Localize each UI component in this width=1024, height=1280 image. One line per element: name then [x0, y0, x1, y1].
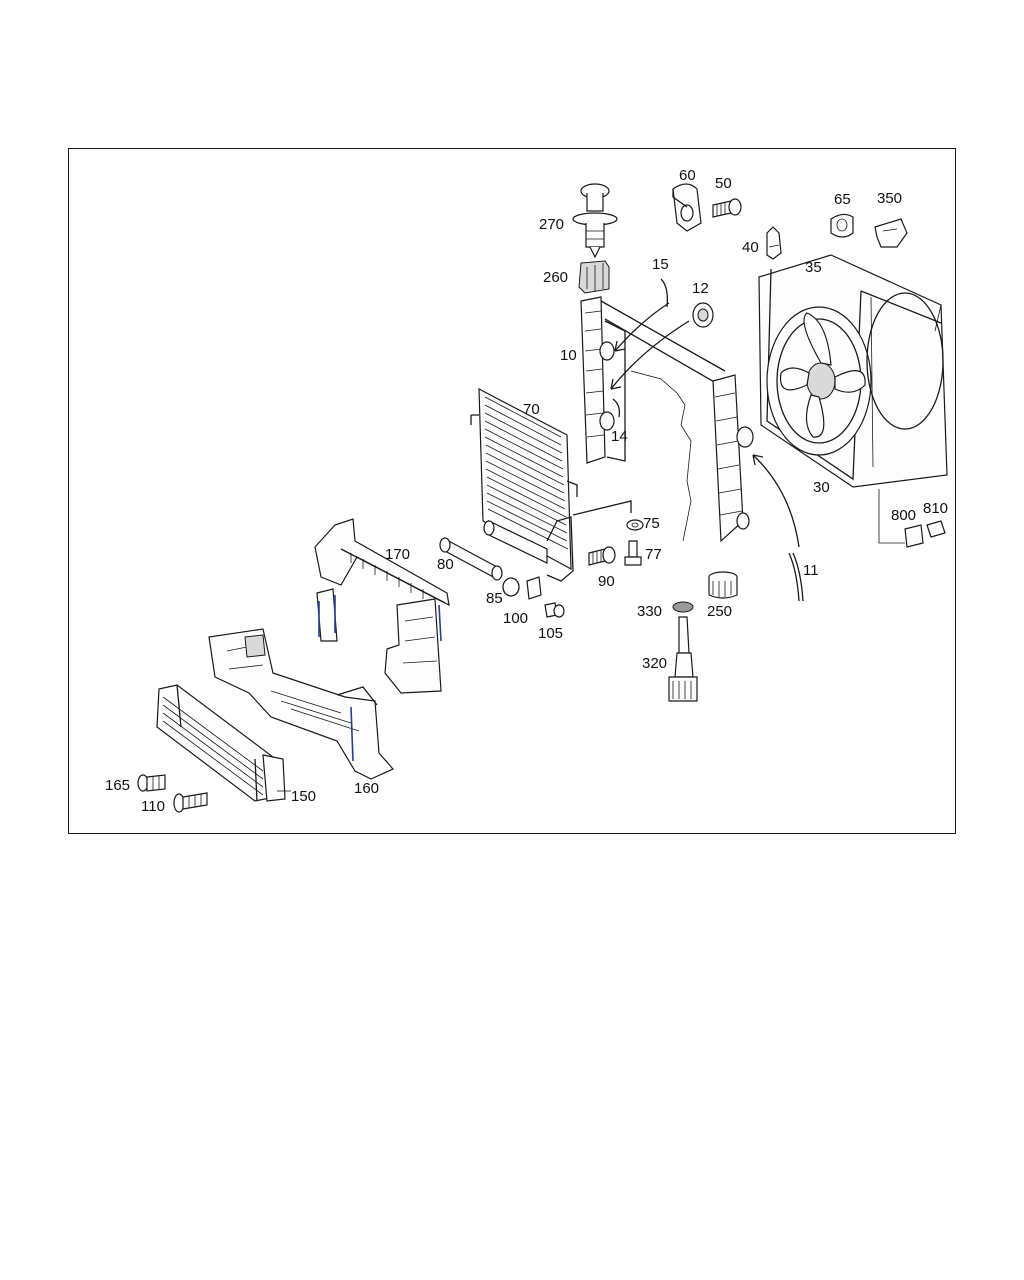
callout-35: 35 [805, 259, 822, 276]
callout-320: 320 [642, 655, 667, 672]
part-270-clip [572, 183, 618, 259]
parts-diagram-frame: 270 260 60 50 65 350 40 35 15 12 10 14 7… [68, 148, 956, 834]
part-110-screw [173, 792, 208, 813]
arrow-15-head [614, 340, 626, 352]
part-10-radiator-tank-left [580, 296, 726, 464]
callout-10: 10 [560, 347, 577, 364]
callout-165: 165 [105, 777, 130, 794]
part-810-connector [926, 520, 946, 538]
callout-14: 14 [611, 428, 628, 445]
exploded-parts-diagram: 270 260 60 50 65 350 40 35 15 12 10 14 7… [105, 167, 948, 815]
arrow-12 [610, 320, 690, 390]
callout-labels: 270 260 60 50 65 350 40 35 15 12 10 14 7… [105, 167, 948, 815]
callout-105: 105 [538, 625, 563, 642]
part-85-oring [502, 577, 520, 597]
callout-12: 12 [692, 280, 709, 297]
arrow-15 [614, 302, 670, 352]
part-150-intercooler [156, 684, 291, 802]
part-320-drain-tap [668, 616, 698, 702]
callout-15: 15 [652, 256, 669, 273]
arrow-11-head [752, 454, 764, 466]
callout-160: 160 [354, 780, 379, 797]
callout-270: 270 [539, 216, 564, 233]
callout-65: 65 [834, 191, 851, 208]
part-11-hose [788, 552, 804, 602]
callout-80: 80 [437, 556, 454, 573]
part-105-bolt [544, 602, 565, 618]
part-250-cap [708, 571, 738, 599]
callout-350: 350 [877, 190, 902, 207]
part-260-mount [578, 260, 610, 294]
arrow-12-head [610, 378, 622, 390]
callout-40: 40 [742, 239, 759, 256]
callout-75: 75 [643, 515, 660, 532]
part-14-clip [612, 398, 621, 418]
part-30-fan-shroud [758, 254, 948, 488]
part-77-bolt [624, 540, 642, 566]
callout-110: 110 [141, 798, 165, 815]
part-radiator-tank-right [712, 374, 754, 543]
part-60-bracket [672, 183, 702, 232]
callout-250: 250 [707, 603, 732, 620]
part-radiator-core [604, 320, 692, 542]
part-12-plug [692, 302, 714, 328]
part-50-bolt [712, 198, 742, 218]
callout-30: 30 [813, 479, 830, 496]
callout-100: 100 [503, 610, 528, 627]
part-75-washer [626, 519, 644, 531]
part-160-air-duct [208, 628, 394, 780]
part-800-connector [904, 524, 924, 548]
callout-150: 150 [291, 788, 316, 805]
part-350-clip [874, 218, 908, 248]
callout-800: 800 [891, 507, 916, 524]
part-165-clip [137, 774, 166, 792]
callout-50: 50 [715, 175, 732, 192]
part-170-air-guide [314, 518, 450, 694]
callout-77: 77 [645, 546, 662, 563]
callout-11: 11 [803, 562, 819, 579]
part-100-clamp [526, 576, 542, 600]
part-330-seal [672, 601, 694, 613]
part-40-hook [766, 226, 782, 260]
part-90-bolt [588, 546, 616, 566]
part-80-drier [439, 516, 574, 582]
callout-90: 90 [598, 573, 615, 590]
leader-800-810 [878, 489, 905, 544]
callout-330: 330 [637, 603, 662, 620]
callout-810: 810 [923, 500, 948, 517]
callout-85: 85 [486, 590, 503, 607]
callout-170: 170 [385, 546, 410, 563]
callout-260: 260 [543, 269, 568, 286]
part-15-clip [660, 278, 669, 308]
callout-60: 60 [679, 167, 696, 184]
part-65-clip [830, 213, 854, 238]
arrow-11 [752, 454, 800, 548]
part-70-condenser [470, 387, 632, 571]
callout-70: 70 [523, 401, 540, 418]
